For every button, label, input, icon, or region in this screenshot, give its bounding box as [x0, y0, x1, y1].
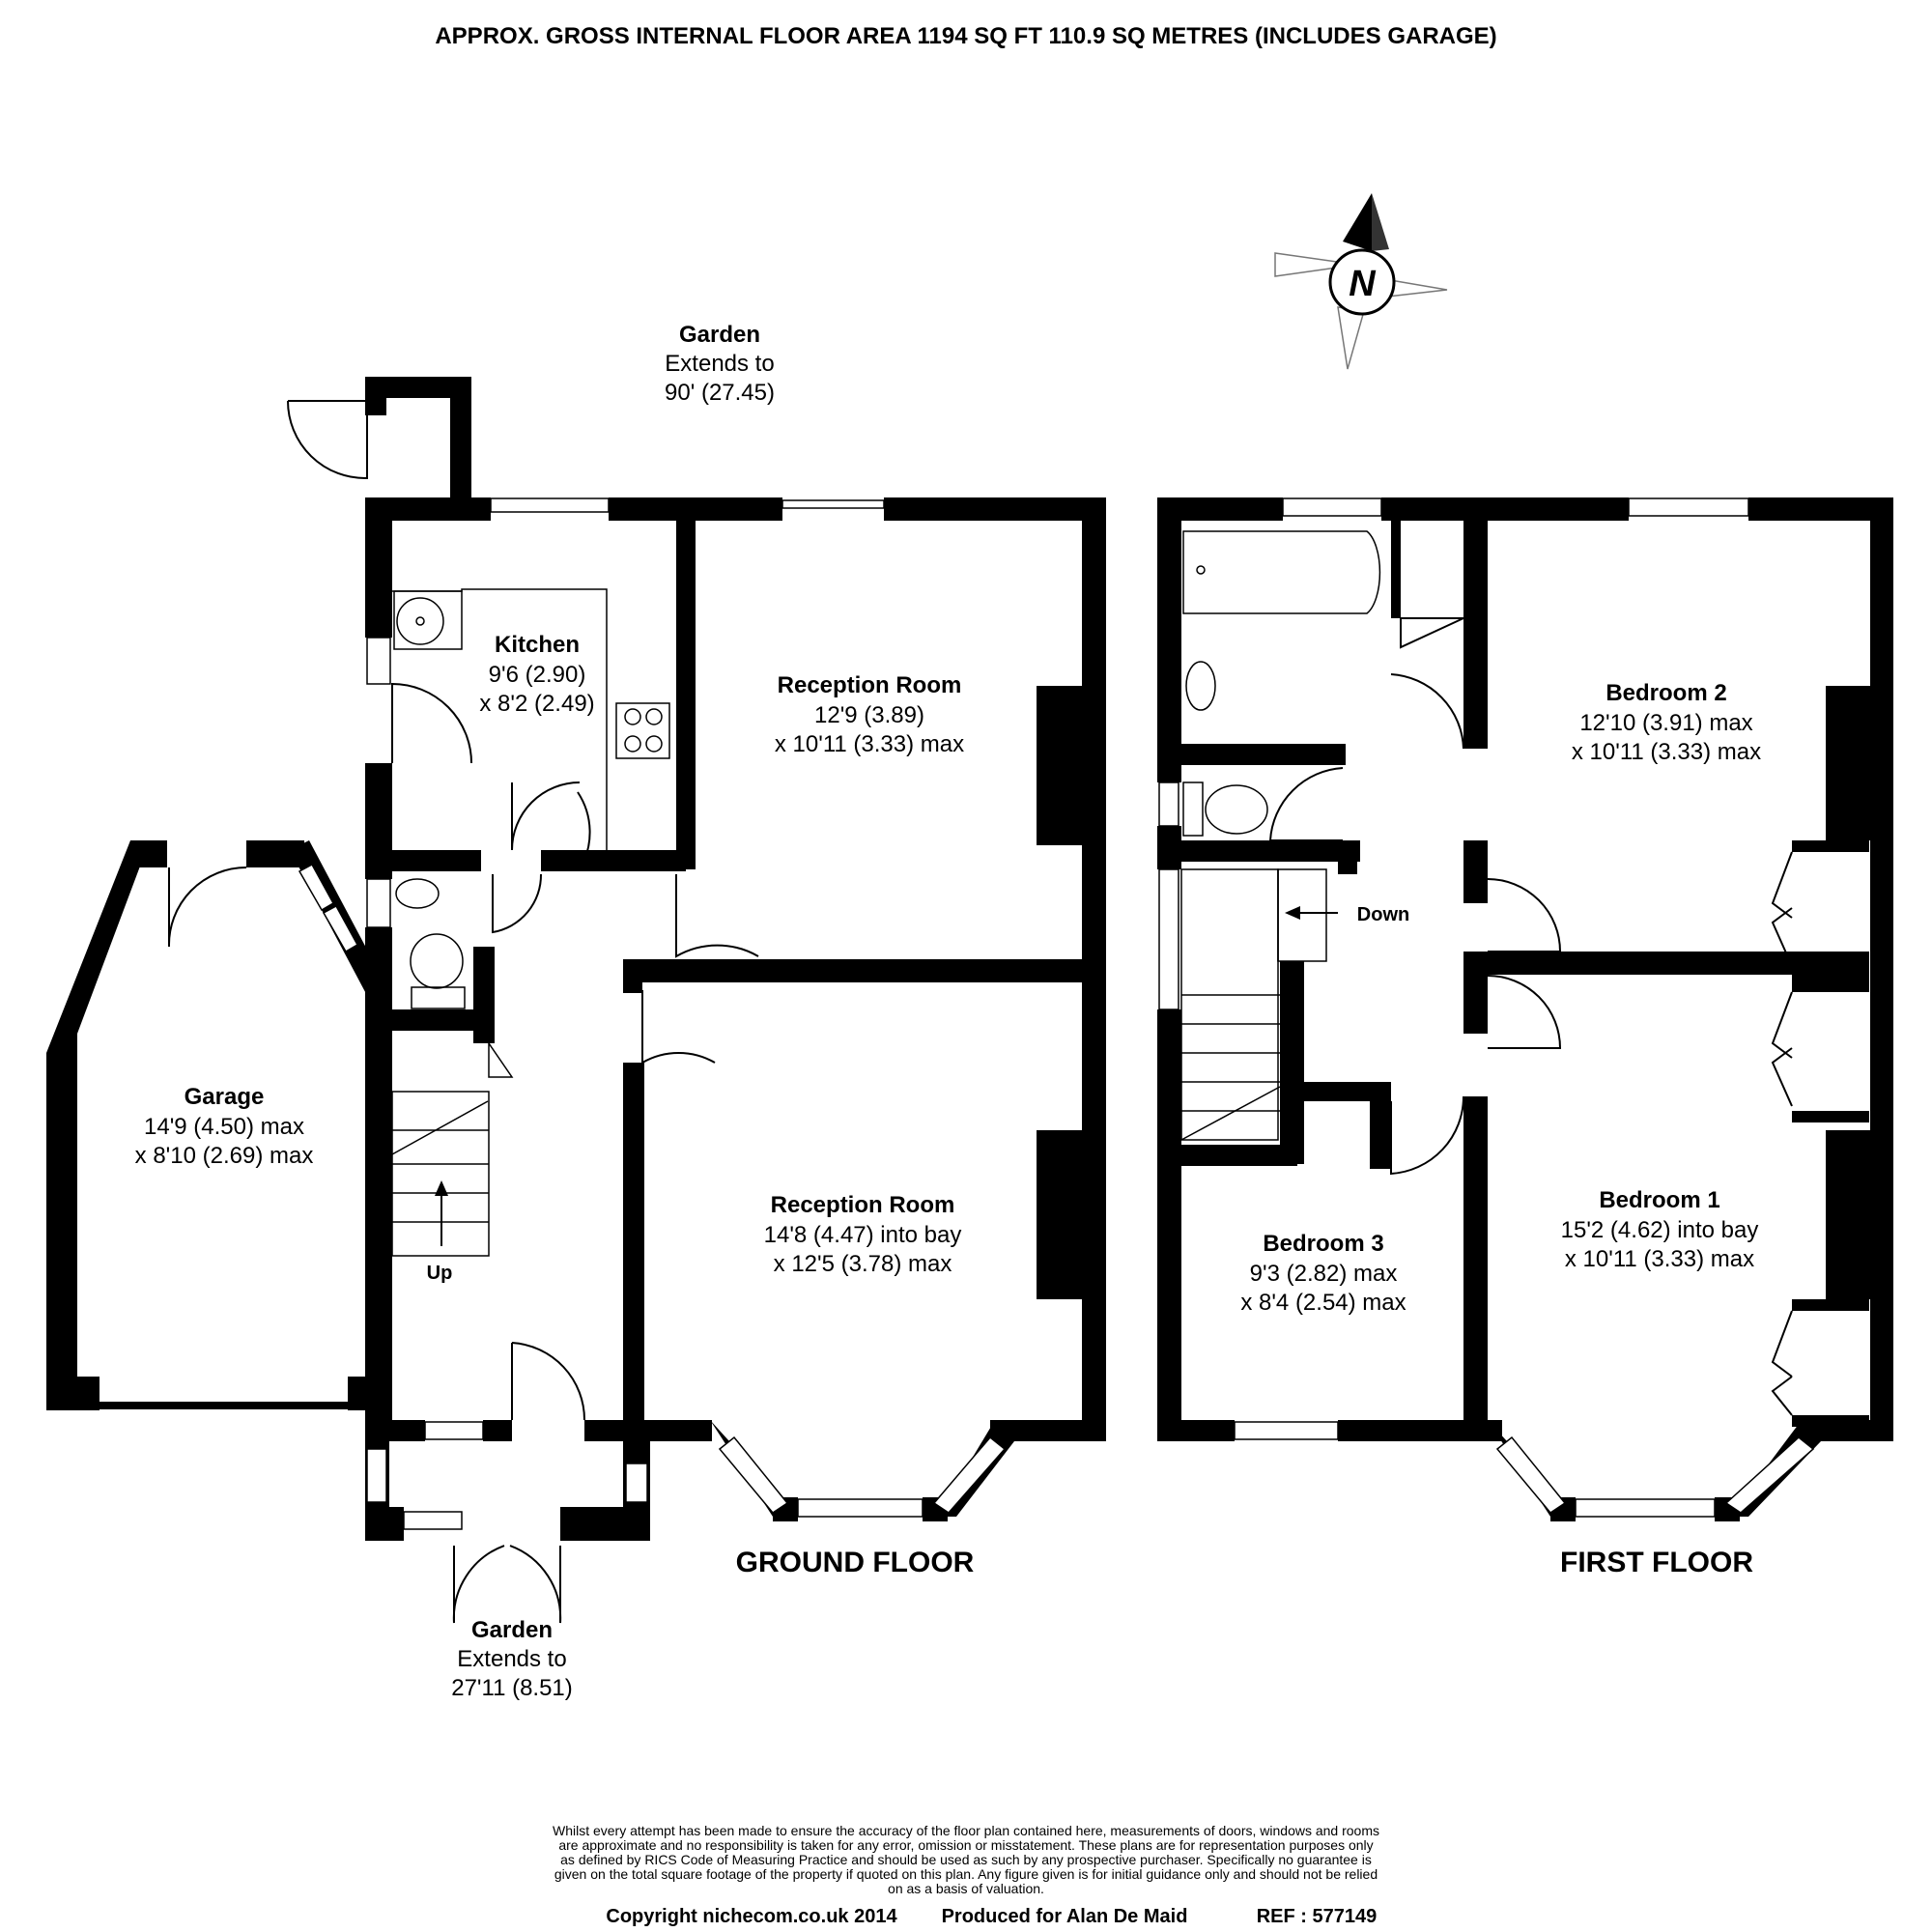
footer-produced-for: Produced for Alan De Maid — [942, 1906, 1188, 1927]
bedroom2-name: Bedroom 2 — [1605, 680, 1726, 706]
front-garden-extends: Extends to — [457, 1646, 566, 1672]
garage-window — [298, 863, 359, 953]
first-floor-label: FIRST FLOOR — [1560, 1547, 1753, 1578]
reception-front-dim1: 14'8 (4.47) into bay — [764, 1222, 962, 1248]
compass-rose-icon: N — [1274, 193, 1448, 370]
bedroom1-name: Bedroom 1 — [1599, 1187, 1719, 1213]
garage-dim1: 14'9 (4.50) max — [144, 1114, 304, 1140]
reception-rear-dim2: x 10'11 (3.33) max — [775, 731, 964, 757]
floor-area-title: APPROX. GROSS INTERNAL FLOOR AREA 1194 S… — [435, 23, 1496, 49]
rear-garden-name: Garden — [679, 322, 760, 348]
reception-front-name: Reception Room — [771, 1192, 955, 1218]
bedroom3-dim1: 9'3 (2.82) max — [1250, 1261, 1398, 1287]
first-floor-walls — [1157, 497, 1893, 1521]
disclaimer-line-4: given on the total square footage of the… — [554, 1866, 1378, 1882]
front-garden-length: 27'11 (8.51) — [451, 1675, 573, 1701]
kitchen-dim1: 9'6 (2.90) — [489, 662, 586, 688]
bedroom1-dim2: x 10'11 (3.33) max — [1565, 1246, 1754, 1272]
ground-floor-label: GROUND FLOOR — [736, 1547, 975, 1578]
north-letter: N — [1349, 264, 1377, 304]
kitchen-fittings — [392, 588, 670, 1009]
reception-rear-name: Reception Room — [778, 672, 962, 698]
disclaimer-line-3: as defined by RICS Code of Measuring Pra… — [560, 1852, 1372, 1867]
wardrobe-doors — [1771, 851, 1793, 1416]
reception-rear-dim1: 12'9 (3.89) — [814, 702, 924, 728]
rear-garden-extends: Extends to — [665, 351, 774, 377]
stairs-up-label: Up — [427, 1263, 453, 1284]
footer-copyright: Copyright nichecom.co.uk 2014 — [606, 1906, 897, 1927]
bedroom1-dim1: 15'2 (4.62) into bay — [1561, 1217, 1759, 1243]
kitchen-name: Kitchen — [495, 632, 580, 658]
bedroom2-dim2: x 10'11 (3.33) max — [1572, 739, 1761, 765]
first-floor-windows — [1158, 497, 1815, 1518]
garage-dim2: x 8'10 (2.69) max — [135, 1143, 314, 1169]
first-floor-doors — [1268, 617, 1562, 1176]
kitchen-dim2: x 8'2 (2.49) — [479, 691, 594, 717]
garage-name: Garage — [185, 1084, 265, 1110]
ground-floor-doors — [287, 400, 759, 1624]
bedroom3-dim2: x 8'4 (2.54) max — [1240, 1290, 1406, 1316]
ground-floor-walls — [365, 377, 1106, 1541]
bathroom-fittings — [1182, 530, 1381, 837]
disclaimer-line-5: on as a basis of valuation. — [888, 1881, 1044, 1896]
garage-door — [167, 867, 247, 948]
disclaimer-line-2: are approximate and no responsibility is… — [558, 1837, 1373, 1853]
ground-floor-windows — [366, 497, 1007, 1530]
disclaimer-line-1: Whilst every attempt has been made to en… — [553, 1823, 1379, 1838]
bedroom3-name: Bedroom 3 — [1263, 1231, 1383, 1257]
front-garden-name: Garden — [471, 1617, 553, 1643]
footer-ref: REF : 577149 — [1257, 1906, 1378, 1927]
stairs-down-label: Down — [1357, 904, 1409, 925]
bedroom2-dim1: 12'10 (3.91) max — [1579, 710, 1752, 736]
ground-floor-stairs — [391, 1040, 514, 1257]
reception-front-dim2: x 12'5 (3.78) max — [774, 1251, 952, 1277]
first-floor-stairs — [1180, 868, 1338, 1141]
rear-garden-length: 90' (27.45) — [665, 380, 775, 406]
